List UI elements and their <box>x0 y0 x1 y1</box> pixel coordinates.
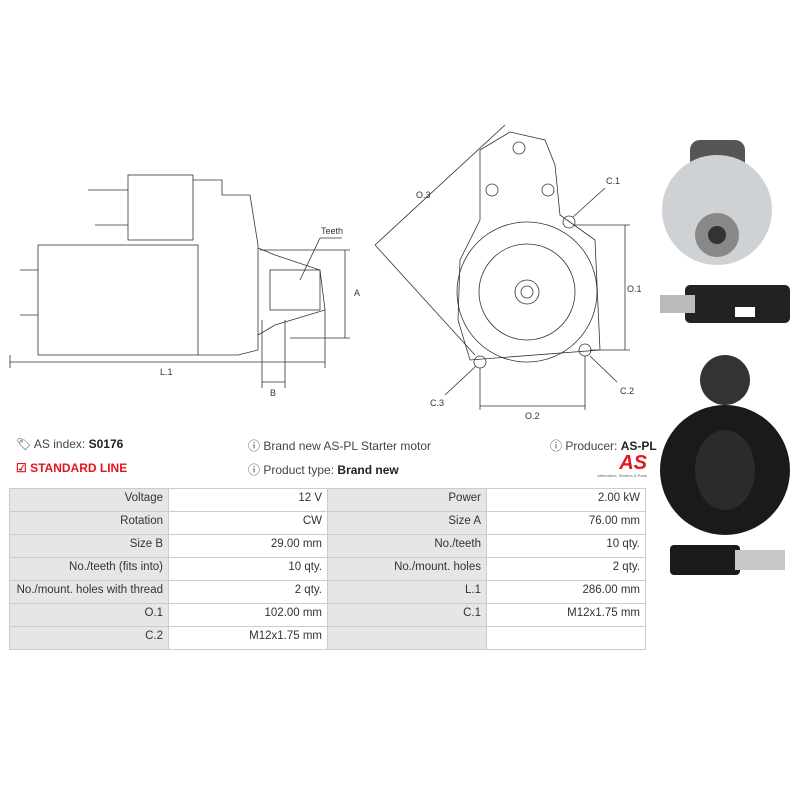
spec-label: No./mount. holes with thread <box>9 580 169 604</box>
label-teeth: Teeth <box>321 226 343 236</box>
side-view-drawing <box>9 174 350 388</box>
label-l1: L.1 <box>160 367 173 377</box>
spec-value: 2 qty. <box>486 557 646 581</box>
spec-value: 286.00 mm <box>486 580 646 604</box>
label-c1: C.1 <box>606 176 620 186</box>
spec-label: No./teeth (fits into) <box>9 557 169 581</box>
product-type: ⓘ Product type: Brand new <box>248 463 399 477</box>
producer: ⓘ Producer: AS-PL <box>550 439 657 453</box>
info-icon: ⓘ <box>550 439 563 453</box>
spec-value <box>486 626 646 650</box>
spec-label: Size B <box>9 534 169 558</box>
label-c2: C.2 <box>620 386 634 396</box>
label-o1: O.1 <box>627 284 642 294</box>
standard-line-badge: ☑ STANDARD LINE <box>16 461 128 475</box>
spec-value: M12x1.75 mm <box>486 603 646 627</box>
check-square-icon: ☑ <box>16 461 27 475</box>
spec-value: 2.00 kW <box>486 488 646 512</box>
spec-value: M12x1.75 mm <box>168 626 328 650</box>
description: ⓘ Brand new AS-PL Starter motor <box>248 439 431 453</box>
info-icon: ⓘ <box>248 463 261 477</box>
spec-label: No./mount. holes <box>327 557 487 581</box>
photo-side-small <box>670 545 785 575</box>
spec-value: 10 qty. <box>486 534 646 558</box>
photo-side-silver <box>660 285 790 323</box>
spec-value: CW <box>168 511 328 535</box>
photo-rear-black <box>660 355 790 535</box>
product-photos <box>660 140 790 575</box>
label-o2: O.2 <box>525 411 540 421</box>
label-c3: C.3 <box>430 398 444 408</box>
spec-label: O.1 <box>9 603 169 627</box>
table-row: No./teeth (fits into)10 qty.No./mount. h… <box>9 557 646 581</box>
spec-label: Size A <box>327 511 487 535</box>
spec-label: C.2 <box>9 626 169 650</box>
spec-value: 10 qty. <box>168 557 328 581</box>
spec-label: L.1 <box>327 580 487 604</box>
spec-label: Rotation <box>9 511 169 535</box>
spec-label: Power <box>327 488 487 512</box>
tags-icon: 🏷 <box>16 437 32 451</box>
as-index: 🏷 AS index: S0176 <box>16 437 124 451</box>
as-pl-logo: AS Alternators, Starters & Parts <box>597 452 647 478</box>
info-icon: ⓘ <box>248 439 261 453</box>
label-a: A <box>354 288 360 298</box>
spec-value: 29.00 mm <box>168 534 328 558</box>
spec-label: C.1 <box>327 603 487 627</box>
label-b: B <box>270 388 276 398</box>
label-o3: O.3 <box>416 190 431 200</box>
spec-label: No./teeth <box>327 534 487 558</box>
technical-drawing: Teeth A B L.1 O.3 C.1 O.1 C.2 C.3 O.2 <box>9 124 642 421</box>
spec-label <box>327 626 487 650</box>
spec-value: 2 qty. <box>168 580 328 604</box>
spec-label: Voltage <box>9 488 169 512</box>
front-view-drawing <box>374 124 630 410</box>
spec-value: 12 V <box>168 488 328 512</box>
spec-value: 102.00 mm <box>168 603 328 627</box>
spec-value: 76.00 mm <box>486 511 646 535</box>
photo-front-silver <box>662 140 772 265</box>
